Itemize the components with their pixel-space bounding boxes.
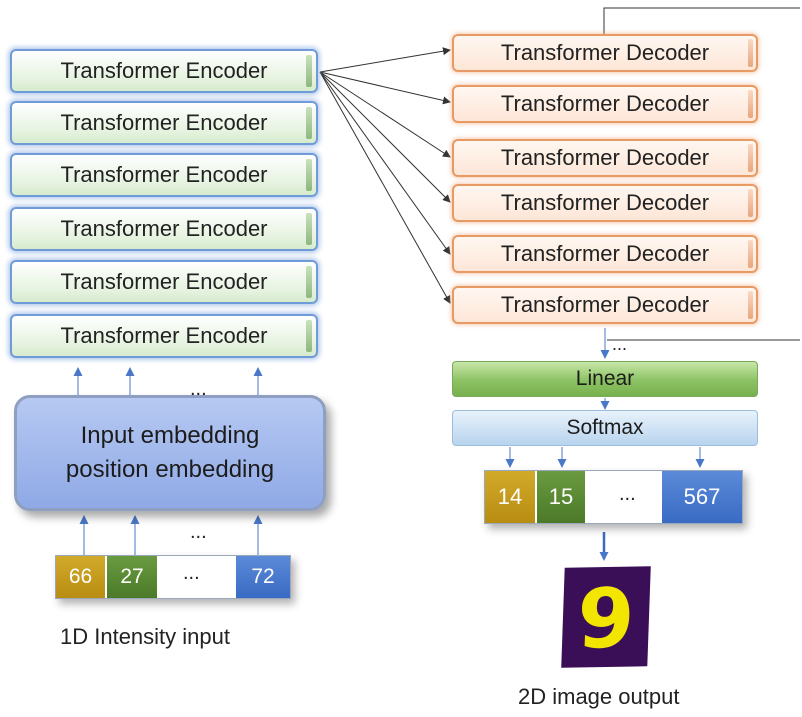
- transformer-decoder-2: Transformer Decoder: [452, 85, 758, 123]
- linear-layer: Linear: [452, 361, 758, 397]
- digit-text: 9: [576, 572, 636, 668]
- input-ellipsis: ...: [183, 562, 200, 584]
- output-token: 567: [662, 471, 742, 523]
- transformer-decoder-3: Transformer Decoder: [452, 139, 758, 177]
- transformer-decoder-5: Transformer Decoder: [452, 235, 758, 273]
- output-digit-image: 9: [561, 566, 651, 668]
- transformer-decoder-1: Transformer Decoder: [452, 34, 758, 72]
- softmax-layer: Softmax: [452, 410, 758, 446]
- output-token: 14: [485, 471, 535, 523]
- fan-arrow: [319, 71, 451, 203]
- encoder-input-ellipsis: ...: [190, 378, 207, 400]
- input-token: 27: [107, 556, 157, 598]
- transformer-encoder-5: Transformer Encoder: [10, 260, 318, 304]
- output-token-strip: 14 15 ... 567: [484, 470, 743, 524]
- input-caption: 1D Intensity input: [60, 624, 230, 649]
- transformer-encoder-4: Transformer Encoder: [10, 207, 318, 251]
- input-token: 66: [56, 556, 105, 598]
- transformer-encoder-2: Transformer Encoder: [10, 101, 318, 145]
- transformer-encoder-1: Transformer Encoder: [10, 49, 318, 93]
- transformer-decoder-4: Transformer Decoder: [452, 184, 758, 222]
- digit-glyph: 9: [576, 572, 636, 668]
- embed-input-ellipsis: ...: [190, 521, 207, 543]
- softmax-to-output-arrows: [505, 447, 705, 468]
- input-token-strip: 66 27 ... 72: [55, 555, 291, 599]
- fan-arrow: [319, 71, 451, 304]
- input-to-embed-arrows: [79, 515, 263, 555]
- fan-arrow: [319, 71, 451, 255]
- transformer-decoder-6: Transformer Decoder: [452, 286, 758, 324]
- output-caption: 2D image output: [518, 684, 680, 709]
- embedding-block: Input embedding position embedding: [14, 395, 326, 511]
- output-token: 15: [537, 471, 585, 523]
- encoder-to-decoder-arrows: [319, 47, 451, 304]
- fan-arrow: [319, 71, 451, 105]
- feedback-lines: [603, 7, 800, 341]
- transformer-encoder-6: Transformer Encoder: [10, 314, 318, 358]
- transformer-encoder-3: Transformer Encoder: [10, 153, 318, 197]
- embedding-line-1: Input embedding: [80, 422, 260, 449]
- embedding-line-2: position embedding: [65, 456, 275, 483]
- output-ellipsis: ...: [619, 483, 636, 505]
- decoder-output-ellipsis: ...: [612, 334, 628, 354]
- fan-arrow: [319, 71, 451, 158]
- fan-arrow: [319, 47, 451, 73]
- input-token: 72: [236, 556, 290, 598]
